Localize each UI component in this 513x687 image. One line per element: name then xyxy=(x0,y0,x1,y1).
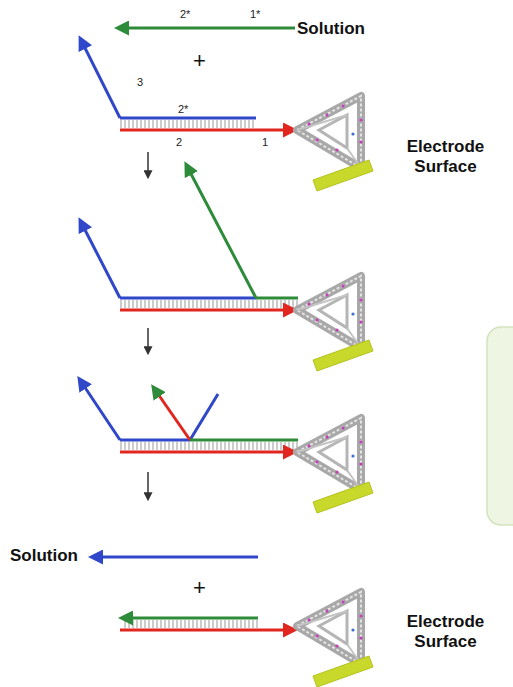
stage-three xyxy=(84,386,373,513)
invader-strand xyxy=(126,27,295,30)
surface-label: Electrode Surface xyxy=(388,137,503,176)
domain-label: 2* xyxy=(178,103,188,116)
domain-label: 2* xyxy=(180,8,190,21)
step-arrow xyxy=(147,152,149,172)
domain-label: 1* xyxy=(250,8,260,21)
domain-label: 2 xyxy=(176,136,182,149)
domain-label: 1 xyxy=(262,136,268,149)
domain-label: 3 xyxy=(137,76,143,89)
side-panel xyxy=(487,327,513,525)
plus-sign: + xyxy=(193,575,206,600)
stage-one xyxy=(84,46,373,191)
step-arrow xyxy=(147,472,149,494)
stage-two xyxy=(84,172,373,371)
plus-sign: + xyxy=(193,48,206,73)
location-label: Solution xyxy=(10,546,78,566)
stage-four xyxy=(120,592,373,687)
step-arrow xyxy=(147,328,149,348)
surface-label: Electrode Surface xyxy=(388,612,503,651)
location-label: Solution xyxy=(297,19,365,39)
released-strand xyxy=(100,556,258,559)
